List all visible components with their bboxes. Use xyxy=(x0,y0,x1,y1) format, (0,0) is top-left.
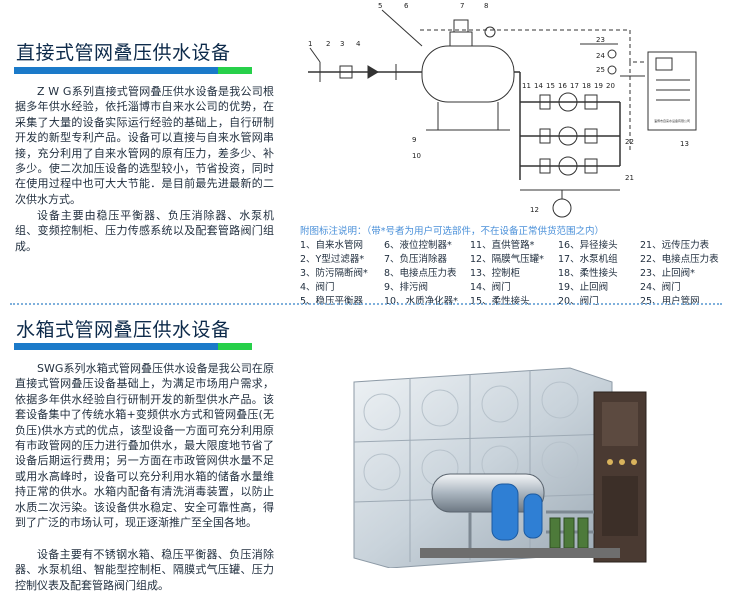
legend-item: 6、液位控制器* xyxy=(384,240,452,251)
legend-item: 17、水泵机组 xyxy=(558,254,618,265)
title-underline-green xyxy=(218,67,252,74)
section2-intro-paragraph: SWG系列水箱式管网叠压供水设备是我公司在原直接式管网叠压设备基础上，为满足市场… xyxy=(15,362,274,530)
title-underline-green xyxy=(218,343,252,350)
section1-components-paragraph: 设备主要由稳压平衡器、负压消除器、水泵机组、变频控制柜、压力传感系统以及配套管路… xyxy=(15,209,274,253)
callout-25: 25 xyxy=(596,66,605,74)
legend-item: 4、阀门 xyxy=(300,282,335,293)
title-underline-blue xyxy=(14,343,218,350)
legend-item: 9、排污阀 xyxy=(384,282,429,293)
legend-item: 13、控制柜 xyxy=(470,268,521,279)
legend-item: 10、水质净化器* xyxy=(384,296,458,307)
callout-1: 1 xyxy=(308,40,312,48)
callout-13: 13 xyxy=(680,140,689,148)
legend-item: 8、电接点压力表 xyxy=(384,268,457,279)
legend-item: 14、阀门 xyxy=(470,282,511,293)
section1-intro-paragraph: Z W G系列直接式管网叠压供水设备是我公司根据多年供水经验，依托淄博市自来水公… xyxy=(15,85,274,206)
cabinet-panel-caption: 淄博市自来水设备有限公司 xyxy=(654,118,690,123)
legend-item: 12、隔膜气压罐* xyxy=(470,254,544,265)
title-underline-blue xyxy=(14,67,218,74)
legend-item: 25、用户管网 xyxy=(640,296,700,307)
callout-12: 12 xyxy=(530,206,539,214)
callout-2: 2 xyxy=(326,40,330,48)
legend-item: 18、柔性接头 xyxy=(558,268,618,279)
callout-5: 5 xyxy=(378,2,382,10)
callout-7: 7 xyxy=(460,2,464,10)
callout-23: 23 xyxy=(596,36,605,44)
callout-8: 8 xyxy=(484,2,488,10)
callout-20: 20 xyxy=(606,82,615,90)
legend-item: 16、异径接头 xyxy=(558,240,618,251)
section2-title: 水箱式管网叠压供水设备 xyxy=(16,319,231,341)
legend-item: 15、柔性接头 xyxy=(470,296,530,307)
legend-item: 20、阀门 xyxy=(558,296,599,307)
callout-3: 3 xyxy=(340,40,344,48)
legend-item: 24、阀门 xyxy=(640,282,681,293)
legend-item: 7、负压消除器 xyxy=(384,254,448,265)
callout-10: 10 xyxy=(412,152,421,160)
callout-18: 18 xyxy=(582,82,591,90)
water-tank-equipment-photo xyxy=(353,367,647,568)
diagram-legend: 1、自来水管网 6、液位控制器* 11、直供管路* 16、异径接头 21、远传压… xyxy=(300,239,720,308)
legend-item: 1、自来水管网 xyxy=(300,240,364,251)
section1-title: 直接式管网叠压供水设备 xyxy=(16,42,231,64)
legend-item: 22、电接点压力表 xyxy=(640,254,719,265)
legend-item: 11、直供管路* xyxy=(470,240,535,251)
callout-9: 9 xyxy=(412,136,416,144)
callout-24: 24 xyxy=(596,52,605,60)
legend-item: 3、防污隔断阀* xyxy=(300,268,368,279)
callout-17: 17 xyxy=(570,82,579,90)
callout-14: 14 xyxy=(534,82,543,90)
legend-item: 19、止回阀 xyxy=(558,282,609,293)
legend-item: 2、Y型过滤器* xyxy=(300,254,365,265)
callout-15: 15 xyxy=(546,82,555,90)
legend-title: 附图标注说明：（带*号者为用户可选部件，不在设备正常供货范围之内） xyxy=(300,226,605,237)
system-schematic-diagram: 1 2 3 4 5 6 7 8 9 10 11 12 13 14 15 16 1… xyxy=(308,2,697,218)
callout-6: 6 xyxy=(404,2,409,10)
legend-item: 21、远传压力表 xyxy=(640,240,710,251)
callout-22: 22 xyxy=(625,138,634,146)
section-divider xyxy=(10,303,722,305)
callout-19: 19 xyxy=(594,82,603,90)
legend-item: 23、止回阀* xyxy=(640,268,695,279)
section2-components-paragraph: 设备主要有不锈钢水箱、稳压平衡器、负压消除器、水泵机组、智能型控制柜、隔膜式气压… xyxy=(15,548,274,592)
callout-21: 21 xyxy=(625,174,634,182)
callout-4: 4 xyxy=(356,40,361,48)
callout-16: 16 xyxy=(558,82,567,90)
legend-item: 5、稳压平衡器 xyxy=(300,296,364,307)
callout-11: 11 xyxy=(522,82,531,90)
